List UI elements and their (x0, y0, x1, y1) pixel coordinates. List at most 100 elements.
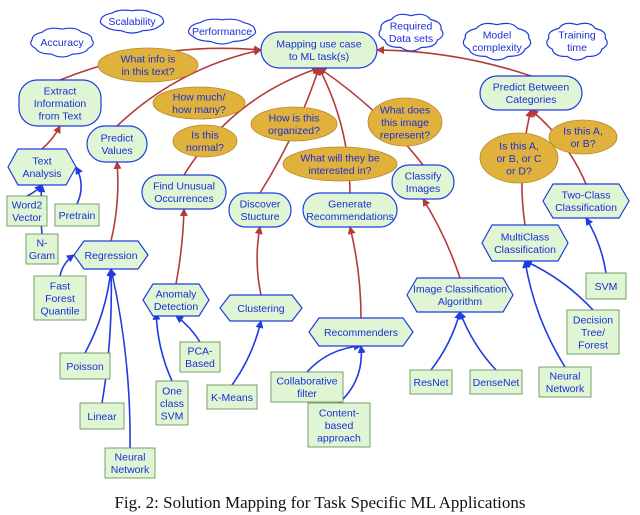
node-q_interested-label: What will they be (300, 153, 380, 165)
node-required-shape (378, 13, 444, 52)
edge-a_pretrain-to-f_text (75, 166, 83, 205)
node-a_word2vec-label: Vector (12, 212, 42, 224)
node-t_unusual-shape (141, 174, 227, 210)
node-f_text-label: Text (32, 156, 51, 168)
node-q_interested-label: interested in? (308, 165, 371, 177)
edge-f_imgclass-to-t_classify (422, 198, 461, 279)
edge-t_between-to-root (376, 46, 532, 77)
node-q_organized-label: organized? (268, 125, 320, 137)
node-a_content-label: based (325, 420, 354, 432)
node-t_extract-label: Extract (44, 85, 77, 97)
node-a_linear: Linear (79, 402, 125, 430)
node-t_between-shape (479, 75, 583, 111)
edge-a_pca-to-f_anomaly (175, 315, 201, 343)
node-t_recs-shape (302, 192, 398, 228)
node-a_svm: SVM (585, 272, 627, 300)
node-q_howmuch: How much/how many? (152, 86, 246, 120)
node-scalability-shape (99, 9, 165, 34)
node-a_svm-label: SVM (595, 281, 618, 293)
node-q_ab-label: Is this A, (563, 126, 603, 138)
node-q_abcd-label: Is this A, (499, 140, 539, 152)
node-a_content-label: Content- (319, 407, 360, 419)
node-q_ab-label: or B? (570, 138, 595, 150)
node-a_densenet-label: DenseNet (473, 377, 520, 389)
node-f_recommenders: Recommenders (308, 317, 414, 347)
node-f_anomaly-label: Detection (154, 301, 199, 313)
node-a_kmeans: K-Means (206, 384, 258, 410)
node-t_recs-label: Recommendations (306, 211, 394, 223)
node-t_structure-label: Discover (240, 199, 281, 211)
node-f_multiclass-label: MultiClass (501, 232, 549, 244)
node-training-label: Training (558, 30, 596, 42)
node-t_classify-shape (391, 164, 455, 200)
node-q_represent-label: represent? (380, 129, 430, 141)
node-a_poisson-shape (59, 352, 111, 380)
edge-a_neuralreg-to-f_regression (108, 268, 131, 449)
node-q_normal-shape (172, 124, 238, 158)
node-a_densenet-shape (469, 369, 523, 395)
node-a_densenet: DenseNet (469, 369, 523, 395)
node-a_dtree-label: Tree/ (581, 327, 605, 339)
node-performance: Performance (187, 18, 257, 45)
node-a_dtree-label: Forest (578, 339, 608, 351)
node-a_fastforest-label: Quantile (40, 305, 79, 317)
node-training-shape (546, 22, 608, 61)
node-f_clustering: Clustering (219, 294, 303, 322)
node-q_info-shape (97, 47, 199, 83)
node-a_pretrain: Pretrain (54, 203, 100, 227)
node-f_text-label: Analysis (22, 168, 61, 180)
edge-a_word2vec-to-f_text (26, 184, 43, 197)
node-a_fastforest-label: Fast (50, 280, 71, 292)
node-t_structure-label: Stucture (240, 211, 279, 223)
node-q_ab: Is this A,or B? (548, 119, 618, 155)
node-a_dtree-shape (566, 309, 620, 355)
node-q_howmuch-shape (152, 86, 246, 120)
edge-a_fastforest-to-f_regression (59, 254, 75, 277)
node-q_abcd-shape (479, 132, 559, 184)
node-q_represent-shape (367, 97, 443, 147)
node-a_fastforest-label: Forest (45, 293, 75, 305)
node-f_regression-label: Regression (84, 250, 137, 262)
node-root-label: Mapping use case (276, 39, 361, 51)
node-a_word2vec-shape (6, 195, 48, 227)
node-accuracy-shape (30, 27, 94, 58)
node-a_oneclass-label: One (162, 385, 182, 397)
node-q_represent-label: this image (381, 117, 429, 129)
node-f_twoclass-label: Classification (555, 202, 617, 214)
node-performance-shape (187, 18, 257, 45)
node-a_neuralmulti-shape (538, 366, 592, 398)
node-f_twoclass-label: Two-Class (561, 190, 610, 202)
node-f_twoclass-shape (542, 183, 630, 219)
node-complexity-label: complexity (472, 42, 522, 54)
node-t_structure-shape (228, 192, 292, 228)
node-a_neuralmulti-label: Neural (550, 371, 581, 383)
node-accuracy-label: Accuracy (40, 37, 84, 49)
node-q_info-label: in this text? (121, 66, 174, 78)
edge-a_poisson-to-f_regression (84, 268, 115, 354)
node-f_clustering-shape (219, 294, 303, 322)
edge-f_clustering-to-t_structure (254, 226, 263, 296)
node-q_abcd: Is this A,or B, or Cor D? (479, 132, 559, 184)
node-q_organized-shape (250, 106, 338, 142)
node-q_normal-label: Is this (191, 130, 218, 142)
node-a_ngram-label: N- (36, 238, 48, 250)
node-a_svm-shape (585, 272, 627, 300)
node-t_extract-label: Information (34, 98, 87, 110)
